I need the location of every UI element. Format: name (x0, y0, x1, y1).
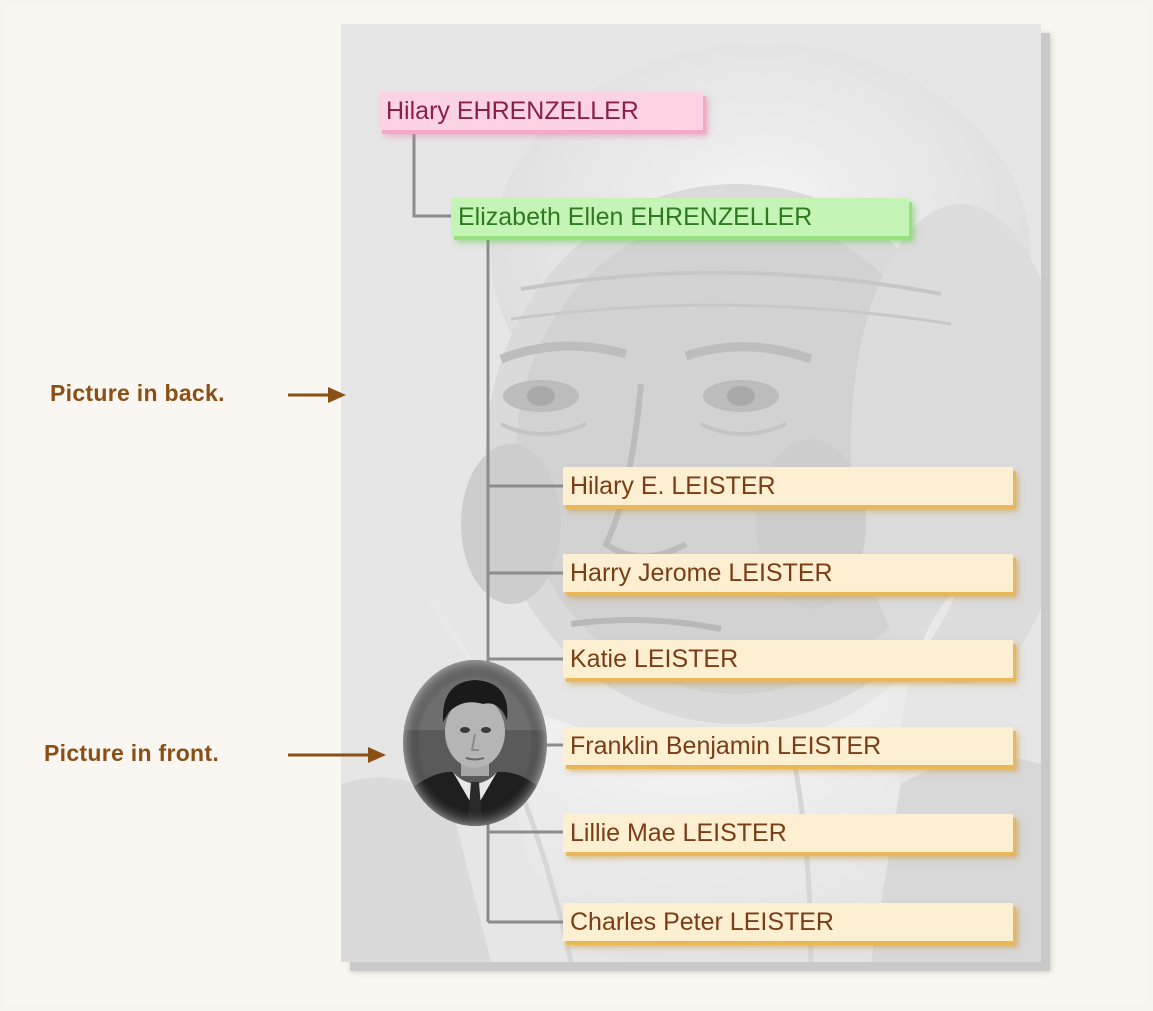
person-box-parent[interactable]: Elizabeth Ellen EHRENZELLER (451, 198, 909, 236)
person-box-child[interactable]: Lillie Mae LEISTER (563, 814, 1013, 852)
person-box-child[interactable]: Katie LEISTER (563, 640, 1013, 678)
front-portrait-image[interactable] (403, 660, 547, 826)
arrow-right-icon (288, 747, 386, 763)
person-name: Elizabeth Ellen EHRENZELLER (458, 203, 813, 231)
person-name: Katie LEISTER (570, 645, 739, 673)
callout-picture-in-back: Picture in back. (50, 380, 225, 406)
person-name: Charles Peter LEISTER (570, 908, 834, 936)
person-box-child[interactable]: Harry Jerome LEISTER (563, 554, 1013, 592)
person-box-grandparent[interactable]: Hilary EHRENZELLER (379, 92, 703, 130)
person-name: Franklin Benjamin LEISTER (570, 732, 882, 760)
chart-canvas: Hilary EHRENZELLER Elizabeth Ellen EHREN… (341, 24, 1041, 962)
person-name: Hilary E. LEISTER (570, 472, 776, 500)
person-box-child[interactable]: Hilary E. LEISTER (563, 467, 1013, 505)
callout-picture-in-front: Picture in front. (44, 740, 220, 766)
arrow-right-icon (288, 387, 346, 403)
person-name: Harry Jerome LEISTER (570, 559, 833, 587)
person-name: Lillie Mae LEISTER (570, 819, 787, 847)
connector-grandparent-parent (412, 132, 451, 218)
person-box-child[interactable]: Charles Peter LEISTER (563, 903, 1013, 941)
person-name: Hilary EHRENZELLER (386, 97, 639, 125)
person-box-child[interactable]: Franklin Benjamin LEISTER (563, 727, 1013, 765)
